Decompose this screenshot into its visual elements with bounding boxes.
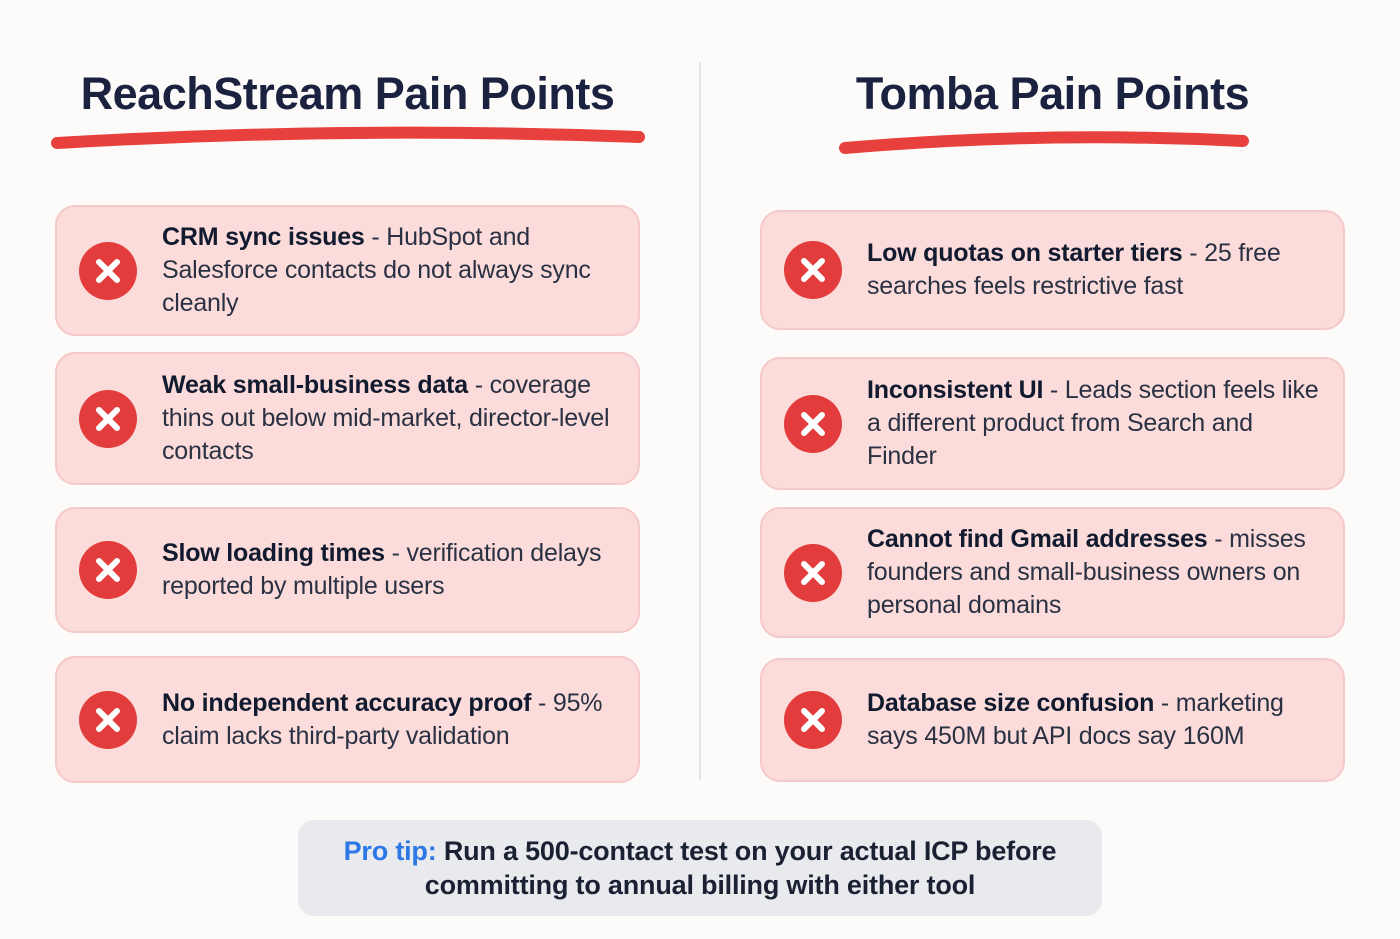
pain-point-card-tomba-3: Cannot find Gmail addresses - misses fou… [760,507,1345,638]
pain-point-card-reachstream-4: No independent accuracy proof - 95% clai… [55,656,640,783]
pain-point-text: Database size confusion - marketing says… [867,687,1327,753]
pain-point-text: No independent accuracy proof - 95% clai… [162,687,622,753]
pro-tip-banner: Pro tip: Run a 500-contact test on your … [298,820,1102,916]
pain-point-detail: - marketing says 450M but API docs say 1… [867,689,1284,750]
x-circle-icon [784,241,842,299]
pain-point-detail: - coverage thins out below mid-market, d… [162,371,610,465]
pain-point-lead: No independent accuracy proof [162,688,532,717]
pain-point-card-reachstream-1: CRM sync issues - HubSpot and Salesforce… [55,205,640,336]
pain-point-text: Low quotas on starter tiers - 25 free se… [867,237,1327,303]
pain-point-text: CRM sync issues - HubSpot and Salesforce… [162,221,622,320]
pro-tip-body: Run a 500-contact test on your actual IC… [424,836,1057,900]
left-column-title: ReachStream Pain Points [80,68,615,119]
x-circle-icon [79,541,137,599]
pain-point-detail: - Leads section feels like a different p… [867,376,1319,470]
pain-point-lead: Cannot find Gmail addresses [867,525,1208,553]
x-circle-icon [784,394,842,453]
pain-point-detail: - verification delays reported by multip… [162,539,602,600]
pain-point-lead: Slow loading times [162,539,385,567]
pain-point-text: Cannot find Gmail addresses - misses fou… [867,523,1327,622]
pain-point-card-tomba-1: Low quotas on starter tiers - 25 free se… [760,210,1345,330]
x-circle-icon [79,690,137,749]
x-circle-icon [79,241,137,300]
pain-point-detail: - 25 free searches feels restrictive fas… [867,239,1281,300]
pro-tip-text: Pro tip: Run a 500-contact test on your … [332,834,1068,902]
x-circle-icon [79,389,137,448]
red-underline-swoosh-right [839,131,1249,154]
pro-tip-label: Pro tip: [343,836,437,866]
pain-point-detail: - misses founders and small-business own… [867,525,1306,619]
column-divider [699,62,701,780]
right-column-title: Tomba Pain Points [855,68,1250,119]
pain-point-card-tomba-2: Inconsistent UI - Leads section feels li… [760,357,1345,490]
pain-point-card-reachstream-2: Weak small-business data - coverage thin… [55,352,640,485]
pain-point-lead: Weak small-business data [162,371,468,399]
pain-point-lead: CRM sync issues [162,223,365,251]
pain-point-lead: Database size confusion [867,689,1155,717]
pain-point-text: Weak small-business data - coverage thin… [162,369,622,468]
pain-point-card-reachstream-3: Slow loading times - verification delays… [55,507,640,633]
pain-point-detail: - HubSpot and Salesforce contacts do not… [162,223,591,317]
x-circle-icon [784,543,842,602]
pain-point-lead: Low quotas on starter tiers [867,239,1183,267]
red-underline-swoosh-left [51,126,645,149]
pain-point-detail: - 95% claim lacks third-party validation [162,688,603,750]
pain-point-card-tomba-4: Database size confusion - marketing says… [760,658,1345,782]
x-circle-icon [784,691,842,749]
pain-point-text: Slow loading times - verification delays… [162,537,622,603]
pain-point-text: Inconsistent UI - Leads section feels li… [867,374,1327,473]
pain-point-lead: Inconsistent UI [867,376,1044,404]
